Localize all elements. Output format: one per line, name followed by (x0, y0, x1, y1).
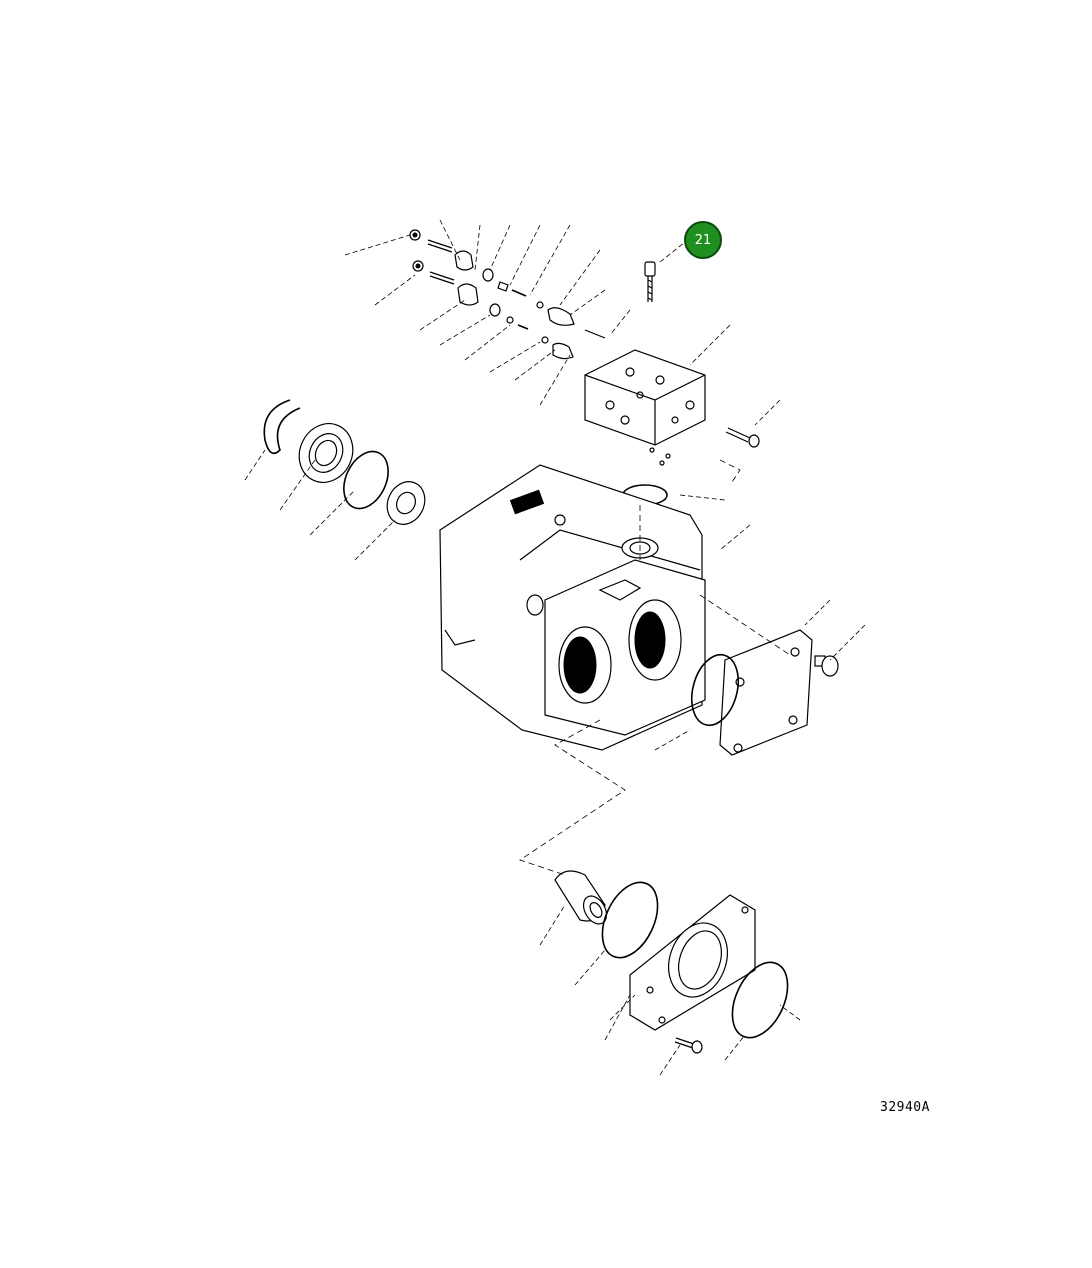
dowel-pins (649, 447, 671, 466)
valve-parts-row-2 (412, 260, 574, 360)
shaft-seal-set (263, 399, 426, 525)
o-ring-lower-right (731, 961, 789, 1039)
leader-lines (244, 219, 866, 1076)
part-callout-21[interactable]: 21 (684, 221, 722, 259)
cap-screw (644, 261, 656, 302)
assembly-centerlines (519, 459, 791, 876)
side-bolt (725, 427, 760, 448)
plate-bolt (814, 655, 839, 677)
drawing-number: 32940A (880, 1100, 930, 1115)
coupling-sleeve (554, 870, 608, 925)
adapter-flange (629, 894, 756, 1031)
pump-housing (439, 464, 706, 751)
control-valve-block (584, 349, 706, 446)
end-cover-plate (690, 629, 813, 756)
flange-bolt (674, 1037, 703, 1054)
o-ring-lower-left (601, 881, 659, 959)
valve-parts-row-1 (409, 229, 606, 339)
